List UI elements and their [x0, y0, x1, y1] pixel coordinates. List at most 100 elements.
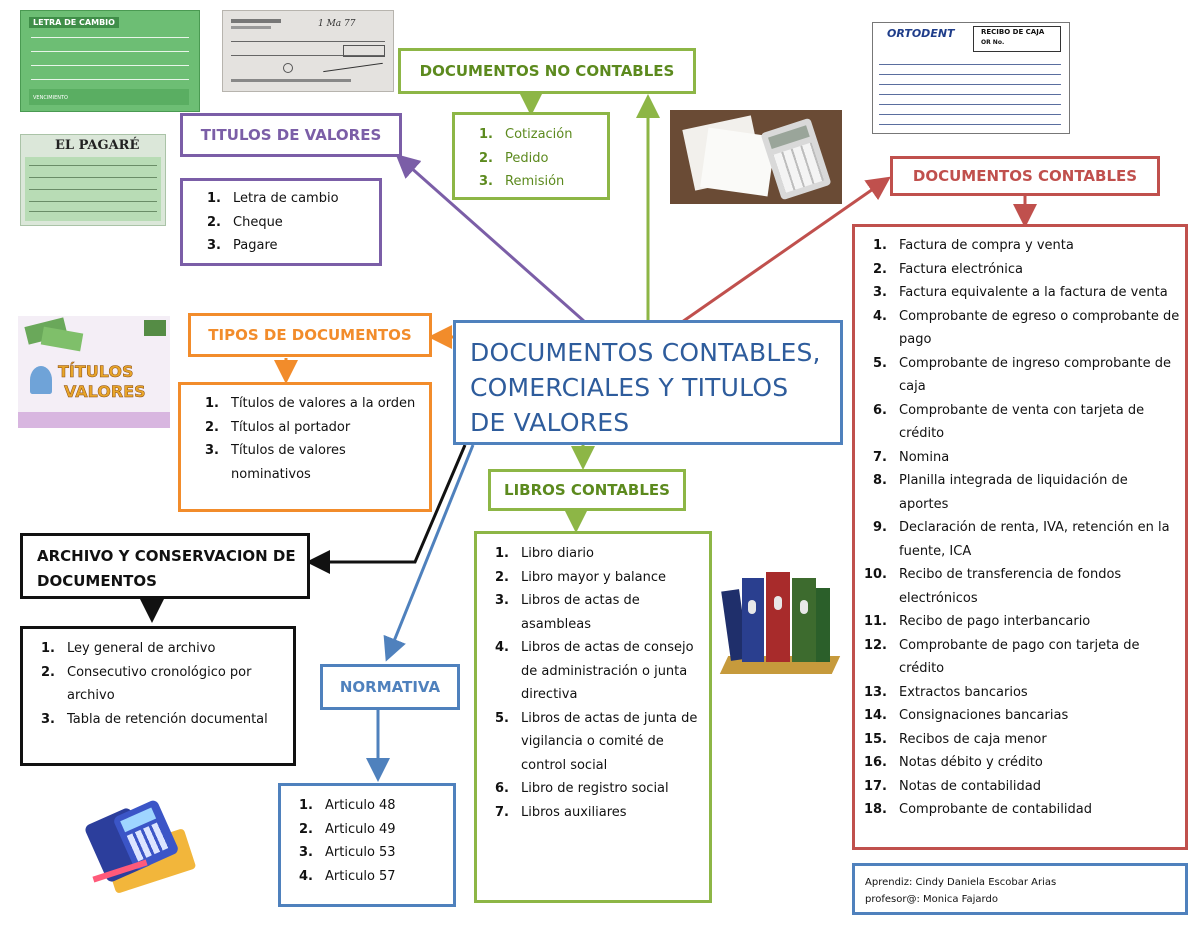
link-contables — [681, 176, 891, 324]
list-item: 1.Títulos de valores a la orden — [191, 392, 429, 416]
list-item: 4.Comprobante de egreso o comprobante de… — [859, 305, 1181, 352]
item-number: 8. — [873, 473, 887, 488]
item-number: 3. — [205, 443, 219, 458]
list-item: 4.Libros de actas de consejo de administ… — [481, 636, 705, 707]
item-number: 3. — [207, 238, 221, 253]
item-number: 7. — [873, 449, 887, 465]
letra-de-cambio-image: LETRA DE CAMBIO VENCIMIENTO — [20, 10, 200, 112]
item-text: Recibo de pago interbancario — [899, 614, 1091, 629]
item-number: 18. — [863, 802, 887, 817]
item-text: Comprobante de contabilidad — [899, 802, 1092, 817]
archivo-title: ARCHIVO Y CONSERVACION DE DOCUMENTOS — [37, 547, 296, 590]
recibo-title: RECIBO DE CAJA — [981, 28, 1045, 36]
pagare-image: EL PAGARÉ — [20, 134, 166, 226]
recibo-no: OR No. — [981, 39, 1005, 46]
item-text: Títulos de valores nominativos — [231, 443, 346, 482]
list-item: 1.Letra de cambio — [193, 187, 379, 211]
central-box: DOCUMENTOS CONTABLES, COMERCIALES Y TITU… — [453, 320, 843, 445]
item-number: 15. — [863, 731, 887, 747]
item-text: Libros de actas de junta de vigilancia o… — [521, 710, 698, 773]
list-item: 11.Recibo de pago interbancario — [859, 610, 1181, 634]
list-item: 16. Notas débito y crédito — [859, 751, 1181, 775]
list-item: 13.Extractos bancarios — [859, 681, 1181, 705]
link-normativa — [383, 444, 475, 662]
credits-box: Aprendiz: Cindy Daniela Escobar Arias pr… — [852, 863, 1188, 915]
central-title: DOCUMENTOS CONTABLES, COMERCIALES Y TITU… — [470, 338, 821, 437]
item-number: 12. — [863, 637, 887, 653]
item-text: Articulo 53 — [325, 845, 396, 860]
letra-footer: VENCIMIENTO — [33, 95, 68, 101]
item-text: Extractos bancarios — [899, 684, 1028, 700]
list-item: 3. Pagare — [193, 234, 379, 258]
link-titulos — [395, 154, 586, 324]
list-item: 12. Comprobante de pago con tarjeta de cr… — [859, 634, 1181, 681]
titulos-title: TITULOS DE VALORES — [200, 126, 382, 144]
item-text: Recibos de caja menor — [899, 731, 1047, 747]
list-item: 3.Articulo 53 — [285, 841, 453, 865]
archivo-title-box: ARCHIVO Y CONSERVACION DE DOCUMENTOS — [20, 533, 310, 599]
item-text: Pagare — [233, 238, 278, 253]
libros-title-box: LIBROS CONTABLES — [488, 469, 686, 511]
item-number: 6. — [873, 402, 887, 418]
cheque-image: 1 Ma 77 — [222, 10, 394, 92]
item-number: 16. — [863, 755, 887, 770]
list-item: 1.Articulo 48 — [285, 794, 453, 818]
tipos-list: 1.Títulos de valores a la orden 2. Títulos… — [191, 392, 429, 486]
item-number: 2. — [299, 821, 313, 837]
list-item: 1.Ley general de archivo — [27, 637, 289, 661]
item-number: 2. — [41, 664, 55, 680]
list-item: 6.Libro de registro social — [481, 777, 705, 801]
list-item: 1. Cotización — [465, 123, 607, 147]
item-number: 1. — [495, 546, 509, 561]
item-number: 10. — [863, 567, 887, 582]
item-text: Tabla de retención documental — [67, 711, 268, 727]
item-text: Libro diario — [521, 546, 594, 561]
list-item: 2.Cheque — [193, 211, 379, 235]
item-text: Comprobante de egreso o comprobante de p… — [899, 308, 1180, 348]
item-number: 1. — [479, 127, 493, 142]
normativa-title-box: NORMATIVA — [320, 664, 460, 710]
no-contables-title: DOCUMENTOS NO CONTABLES — [419, 62, 675, 80]
list-item: 10.Recibo de transferencia de fondos ele… — [859, 563, 1181, 610]
item-text: Cotización — [505, 127, 573, 142]
recibo-de-caja-image: ORTODENT RECIBO DE CAJA OR No. — [872, 22, 1070, 134]
item-text: Libro mayor y balance — [521, 569, 667, 585]
item-number: 3. — [41, 711, 55, 727]
credits-profesor: profesor@: Monica Fajardo — [865, 894, 998, 905]
list-item: 4.Articulo 57 — [285, 865, 453, 889]
item-text: Pedido — [505, 150, 549, 166]
item-text: Comprobante de pago con tarjeta de crédi… — [899, 637, 1140, 677]
item-number: 2. — [205, 419, 219, 435]
list-item: 17.Notas de contabilidad — [859, 775, 1181, 799]
tipos-list-box: 1.Títulos de valores a la orden 2. Títulos… — [178, 382, 432, 512]
titulos-image-line1: TÍTULOS — [58, 362, 134, 382]
list-item: 2.Pedido — [465, 147, 607, 171]
letra-header: LETRA DE CAMBIO — [29, 17, 119, 28]
list-item: 7.Nomina — [859, 446, 1181, 470]
titulos-title-box: TITULOS DE VALORES — [180, 113, 402, 157]
list-item: 2.Consecutivo cronológico por archivo — [27, 661, 289, 708]
item-text: Libros de actas de consejo de administra… — [521, 640, 694, 702]
item-text: Notas débito y crédito — [899, 755, 1043, 770]
item-text: Letra de cambio — [233, 191, 339, 206]
item-text: Remisión — [505, 174, 565, 189]
list-item: 2.Factura electrónica — [859, 258, 1181, 282]
titulos-image-line2: VALORES — [64, 382, 146, 402]
item-number: 4. — [299, 868, 313, 884]
contables-title: DOCUMENTOS CONTABLES — [912, 167, 1138, 185]
item-text: Articulo 49 — [325, 821, 396, 837]
list-item: 1.Factura de compra y venta — [859, 234, 1181, 258]
list-item: 2. Articulo 49 — [285, 818, 453, 842]
list-item: 9.Declaración de renta, IVA, retención e… — [859, 516, 1181, 563]
item-number: 1. — [41, 641, 55, 656]
